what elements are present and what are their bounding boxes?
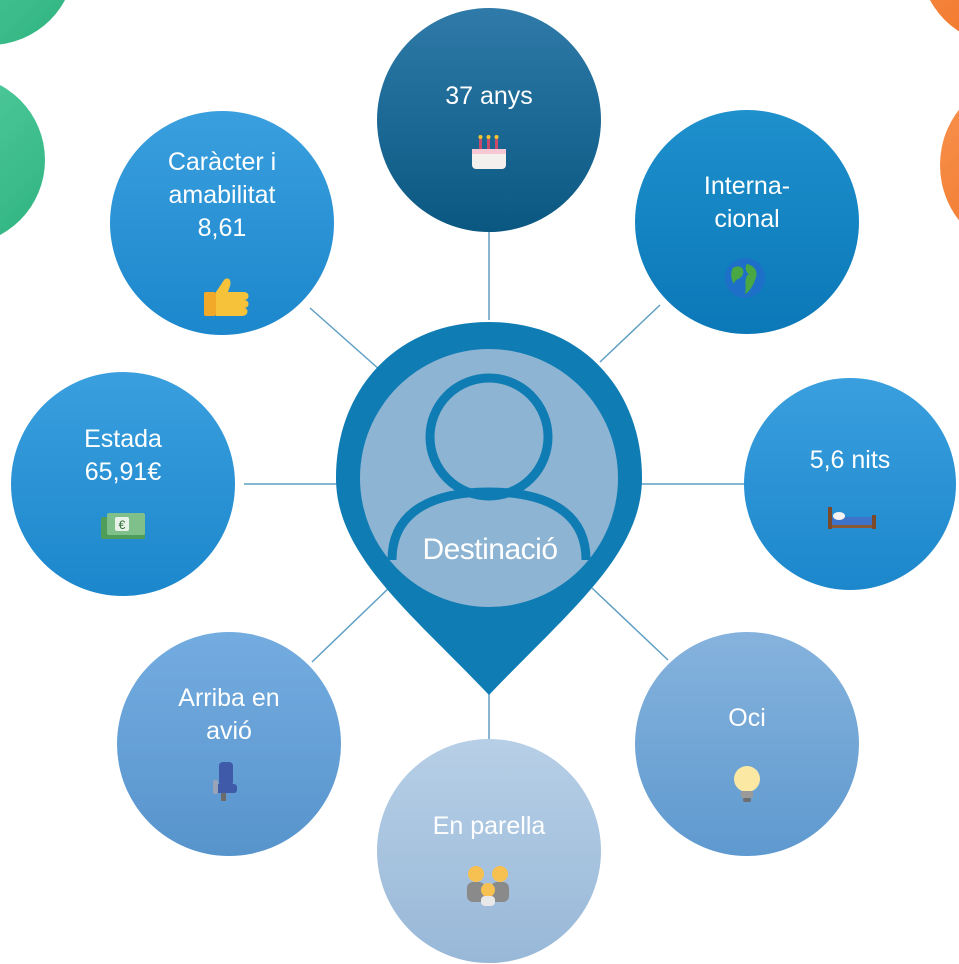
- node-international-label-line1: Interna-: [703, 172, 791, 200]
- corner-circle-left: [0, 85, 45, 235]
- node-international-text: Interna- cional: [647, 170, 847, 236]
- connector-lines: [244, 232, 745, 740]
- node-international: [635, 110, 859, 334]
- light-bulb-icon: [734, 766, 760, 802]
- node-age-label: 37 anys: [445, 82, 533, 110]
- node-plane: [117, 632, 341, 856]
- user-icon: [387, 373, 591, 561]
- node-nights-label: 5,6 nits: [809, 446, 891, 474]
- euro-banknote-icon: €: [101, 513, 145, 539]
- node-plane-text: Arriba en avió: [129, 682, 329, 748]
- svg-text:€: €: [119, 518, 126, 532]
- node-nights: [744, 378, 956, 590]
- node-couple: [377, 739, 601, 963]
- node-plane-label-line1: Arriba en: [178, 684, 280, 712]
- node-leisure-label: Oci: [728, 704, 766, 732]
- node-leisure: [635, 632, 859, 856]
- node-nights-text: 5,6 nits: [760, 444, 940, 477]
- thumbs-up-icon: [204, 278, 249, 316]
- couple-icon: [467, 866, 509, 906]
- node-leisure-text: Oci: [647, 702, 847, 735]
- node-international-label-line2: cional: [714, 205, 780, 233]
- node-stay-label-line1: Estada: [84, 425, 162, 453]
- node-couple-label: En parella: [432, 812, 546, 840]
- node-couple-text: En parella: [389, 810, 589, 843]
- birthday-cake-icon: [472, 135, 506, 169]
- node-character-label-line2: amabilitat: [168, 181, 276, 209]
- node-character-label-line3: 8,61: [197, 214, 247, 242]
- node-stay: [11, 372, 235, 596]
- bed-icon: [828, 507, 876, 529]
- corner-circle-top-left: [0, 0, 65, 45]
- node-stay-text: Estada 65,91€: [23, 423, 223, 489]
- node-character-text: Caràcter i amabilitat 8,61: [122, 146, 322, 245]
- globe-icon: [725, 258, 765, 298]
- airplane-seat-icon: [213, 762, 237, 801]
- corner-circle-top-right: [930, 0, 959, 32]
- node-character-label-line1: Caràcter i: [167, 148, 277, 176]
- destination-pin: [336, 322, 642, 695]
- node-age-text: 37 anys: [389, 80, 589, 113]
- pin-inner-circle: [360, 349, 618, 607]
- node-age: [377, 8, 601, 232]
- node-plane-label-line2: avió: [206, 717, 252, 745]
- node-character: [110, 111, 334, 335]
- node-stay-label-line2: 65,91€: [84, 458, 162, 486]
- corner-circle-right: [940, 109, 959, 221]
- destination-label: Destinació: [422, 533, 558, 566]
